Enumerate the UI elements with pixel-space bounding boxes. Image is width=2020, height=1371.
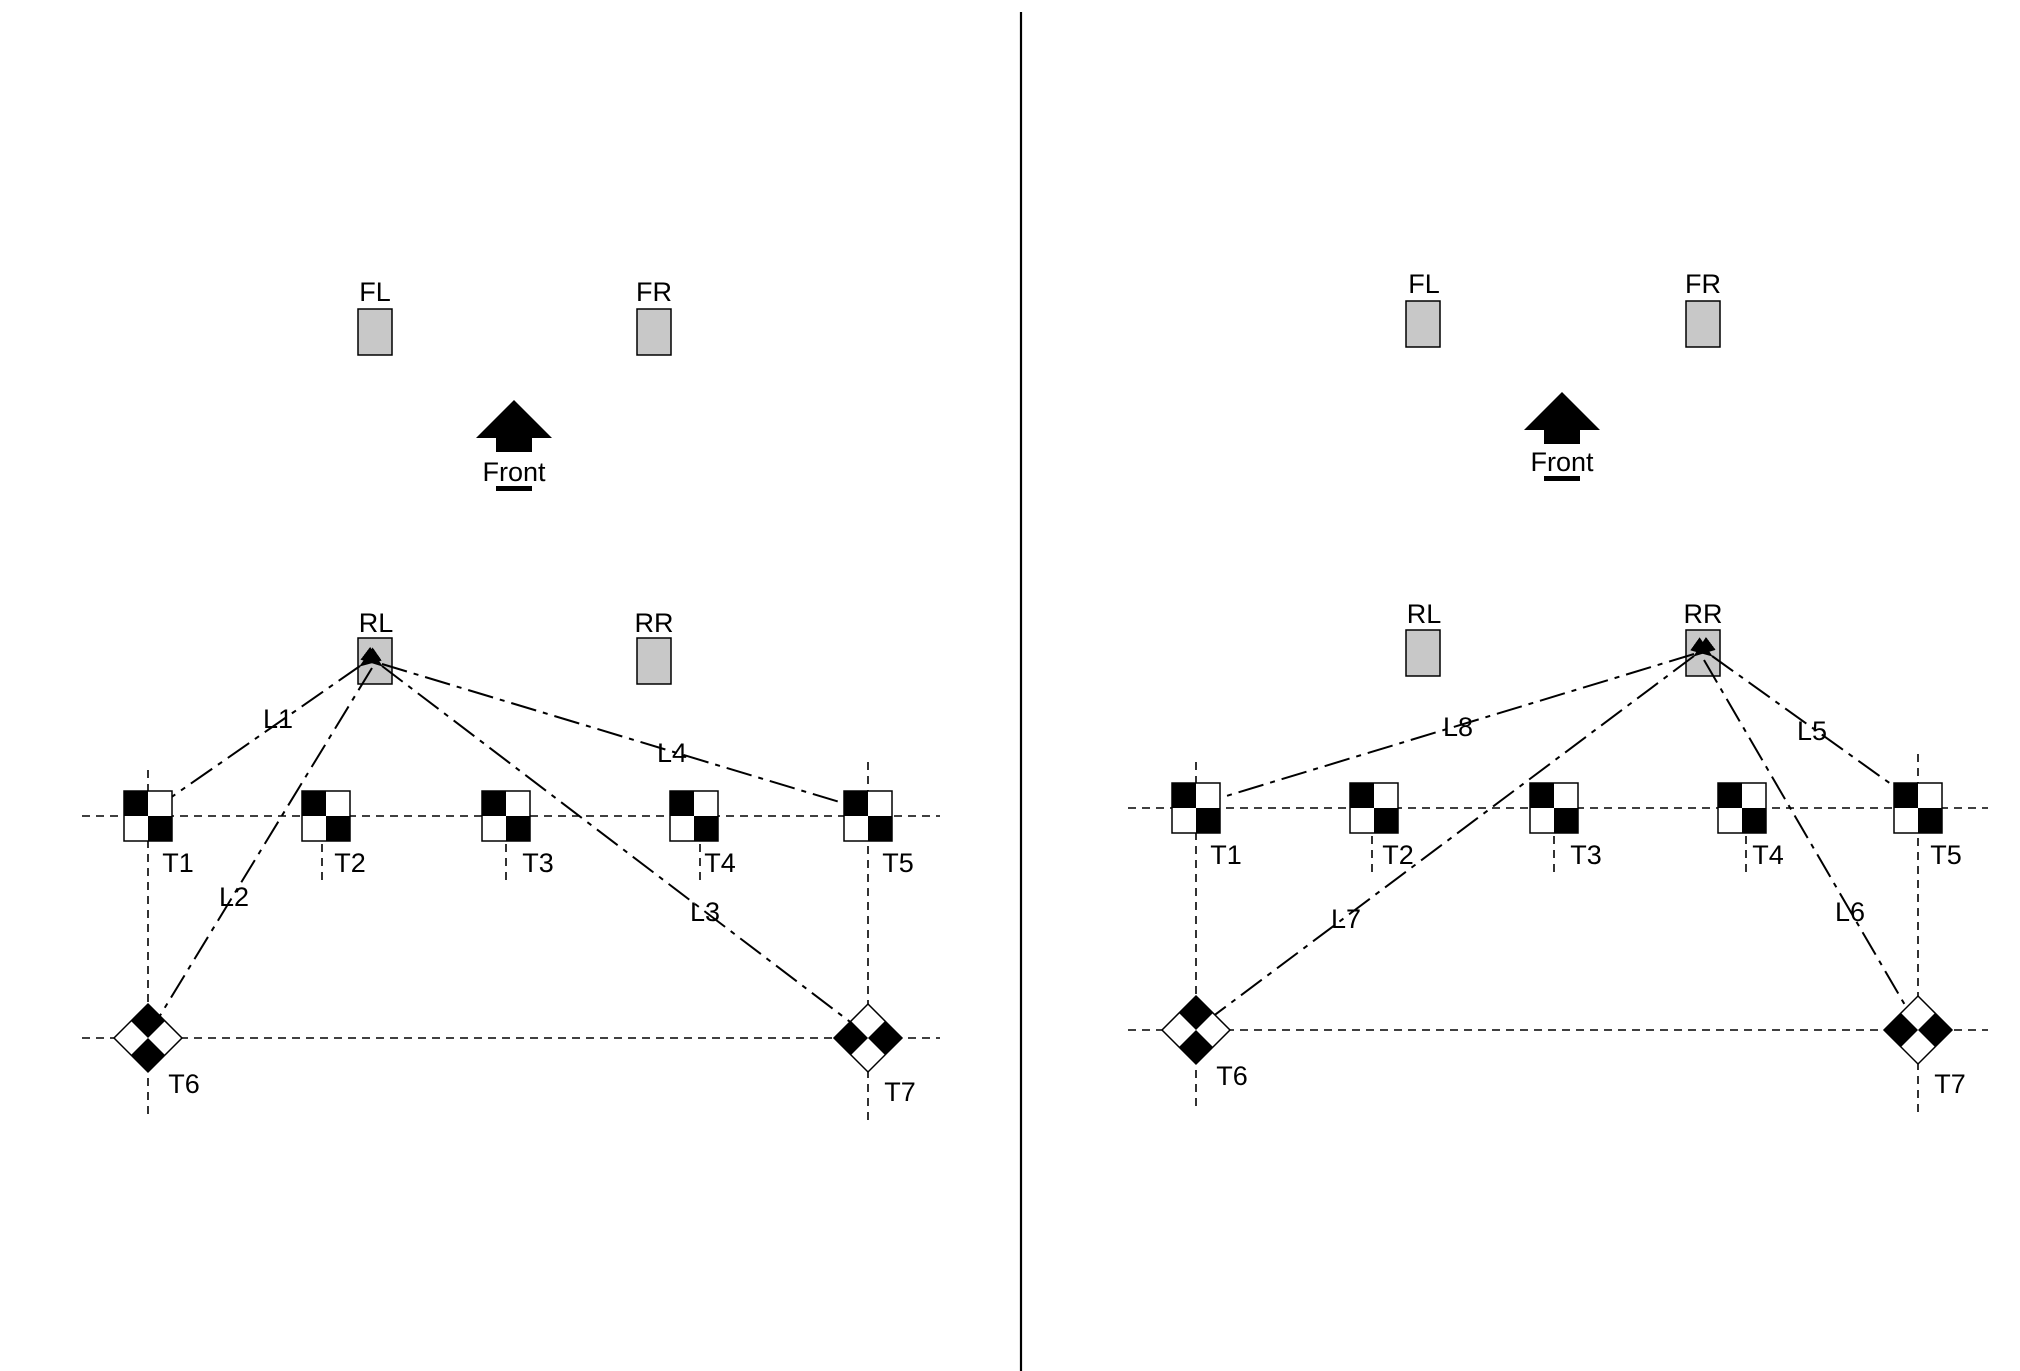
target-t7: T7 [1882, 994, 1966, 1099]
front-label: Front [482, 457, 546, 487]
ray-l5 [1690, 637, 1917, 803]
ray-l6 [1703, 659, 1917, 1025]
front-label: Front [1530, 447, 1594, 477]
ray-label-l5: L5 [1797, 716, 1827, 746]
target-label: T7 [884, 1077, 916, 1107]
ray-label-l8: L8 [1443, 712, 1473, 742]
wheel-fr: FR [636, 277, 672, 356]
target-label: T6 [1216, 1061, 1248, 1091]
target-t4: T4 [669, 790, 736, 878]
front-arrow-icon: Front [1524, 392, 1600, 481]
target-label: T4 [1752, 840, 1784, 870]
wheel-label: FL [359, 277, 391, 307]
ray-label-l1: L1 [263, 704, 293, 734]
ray-l7 [1199, 637, 1716, 1027]
ray-l4 [381, 663, 867, 813]
ray-l2 [149, 667, 373, 1033]
target-t3: T3 [1529, 782, 1602, 870]
wheel-label: RR [1684, 599, 1723, 629]
ray-label-l2: L2 [219, 882, 249, 912]
target-label: T6 [168, 1069, 200, 1099]
wheel-label: FL [1408, 269, 1440, 299]
target-t7: T7 [832, 1002, 916, 1107]
target-label: T2 [1382, 840, 1414, 870]
ray-label-l3: L3 [690, 897, 720, 927]
target-t2: T2 [1349, 782, 1414, 870]
right-panel: FL FR RL RR Front L5 L6 L7 L8 [1128, 269, 1988, 1112]
target-label: T2 [334, 848, 366, 878]
wheel-fl: FL [357, 277, 393, 356]
target-t1: T1 [1171, 782, 1242, 870]
ray-l3 [360, 646, 867, 1035]
wheel-label: RL [1407, 599, 1442, 629]
wheel-rr: RR [1684, 599, 1723, 677]
wheel-label: FR [636, 277, 672, 307]
target-t6: T6 [112, 1002, 200, 1099]
ray-l1 [149, 647, 382, 813]
left-rays [149, 646, 867, 1035]
wheel-rl: RL [1405, 599, 1442, 677]
target-t5: T5 [1893, 782, 1962, 870]
wheel-rr: RR [635, 608, 674, 685]
target-t1: T1 [123, 790, 194, 878]
target-label: T3 [1570, 840, 1602, 870]
wheel-fl: FL [1405, 269, 1441, 348]
right-rays [1199, 637, 1917, 1027]
wheel-fr: FR [1685, 269, 1721, 348]
target-label: T1 [1210, 840, 1242, 870]
target-t3: T3 [481, 790, 554, 878]
target-t4: T4 [1717, 782, 1784, 870]
target-t2: T2 [301, 790, 366, 878]
target-label: T5 [882, 848, 914, 878]
target-label: T1 [162, 848, 194, 878]
wheel-label: RL [359, 608, 394, 638]
front-arrow-icon: Front [476, 400, 552, 491]
left-panel: FL FR RL RR Front L1 L2 L3 [82, 277, 940, 1120]
ray-label-l4: L4 [657, 738, 687, 768]
target-t5: T5 [843, 790, 914, 878]
wheel-label: RR [635, 608, 674, 638]
target-label: T5 [1930, 840, 1962, 870]
target-label: T7 [1934, 1069, 1966, 1099]
ray-l8 [1199, 653, 1695, 807]
target-label: T4 [704, 848, 736, 878]
wheel-rl: RL [357, 608, 394, 685]
ray-label-l6: L6 [1835, 897, 1865, 927]
target-label: T3 [522, 848, 554, 878]
target-t6: T6 [1160, 994, 1248, 1091]
wheel-label: FR [1685, 269, 1721, 299]
ray-label-l7: L7 [1331, 904, 1361, 934]
